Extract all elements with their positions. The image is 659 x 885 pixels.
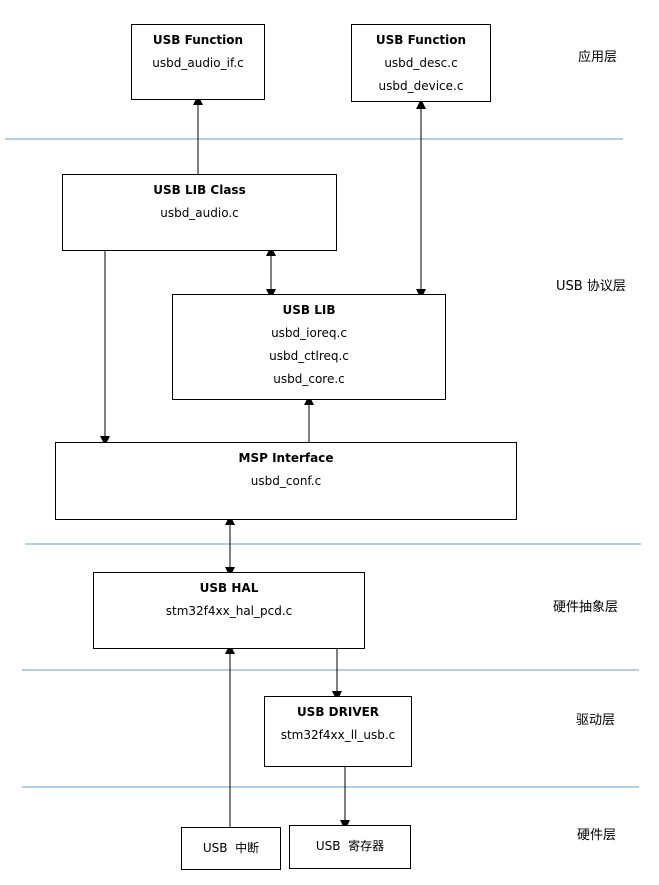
layer-label-hal: 硬件抽象层 bbox=[553, 600, 619, 615]
box-usb-lib: USB LIB usbd_ioreq.c usbd_ctlreq.c usbd_… bbox=[172, 294, 446, 400]
box-line: usbd_audio.c bbox=[160, 206, 239, 220]
box-usb-hal: USB HAL stm32f4xx_hal_pcd.c bbox=[93, 572, 365, 649]
box-title: USB LIB bbox=[282, 303, 336, 317]
box-title: USB LIB Class bbox=[153, 183, 246, 197]
box-title: USB Function bbox=[375, 33, 467, 47]
box-title: USB Function bbox=[152, 33, 244, 47]
box-line: stm32f4xx_hal_pcd.c bbox=[165, 604, 293, 618]
box-usb-lib-class: USB LIB Class usbd_audio.c bbox=[62, 174, 337, 251]
box-line: usbd_conf.c bbox=[250, 474, 322, 488]
box-line: usbd_ioreq.c bbox=[271, 326, 347, 340]
box-msp-interface: MSP Interface usbd_conf.c bbox=[55, 442, 517, 520]
box-line: usbd_desc.c bbox=[384, 56, 458, 70]
box-usb-driver: USB DRIVER stm32f4xx_ll_usb.c bbox=[264, 696, 412, 767]
layer-label-hardware: 硬件层 bbox=[577, 828, 617, 843]
box-usb-function-desc-device: USB Function usbd_desc.c usbd_device.c bbox=[351, 24, 491, 102]
box-title: USB 中断 bbox=[202, 841, 260, 855]
box-title: MSP Interface bbox=[238, 451, 334, 465]
box-line: usbd_core.c bbox=[273, 372, 345, 386]
box-line: usbd_ctlreq.c bbox=[269, 349, 349, 363]
box-line: usbd_audio_if.c bbox=[152, 56, 244, 70]
box-usb-interrupt: USB 中断 bbox=[181, 827, 281, 870]
box-usb-function-audio-if: USB Function usbd_audio_if.c bbox=[131, 24, 265, 100]
box-title: USB 寄存器 bbox=[315, 839, 385, 853]
box-line: stm32f4xx_ll_usb.c bbox=[280, 728, 396, 742]
box-usb-registers: USB 寄存器 bbox=[289, 825, 411, 869]
box-title: USB HAL bbox=[199, 581, 259, 595]
box-title: USB DRIVER bbox=[296, 705, 380, 719]
layer-label-app: 应用层 bbox=[578, 50, 618, 65]
box-line: usbd_device.c bbox=[378, 79, 464, 93]
layer-label-protocol: USB 协议层 bbox=[556, 279, 626, 294]
layer-label-driver: 驱动层 bbox=[576, 713, 616, 728]
